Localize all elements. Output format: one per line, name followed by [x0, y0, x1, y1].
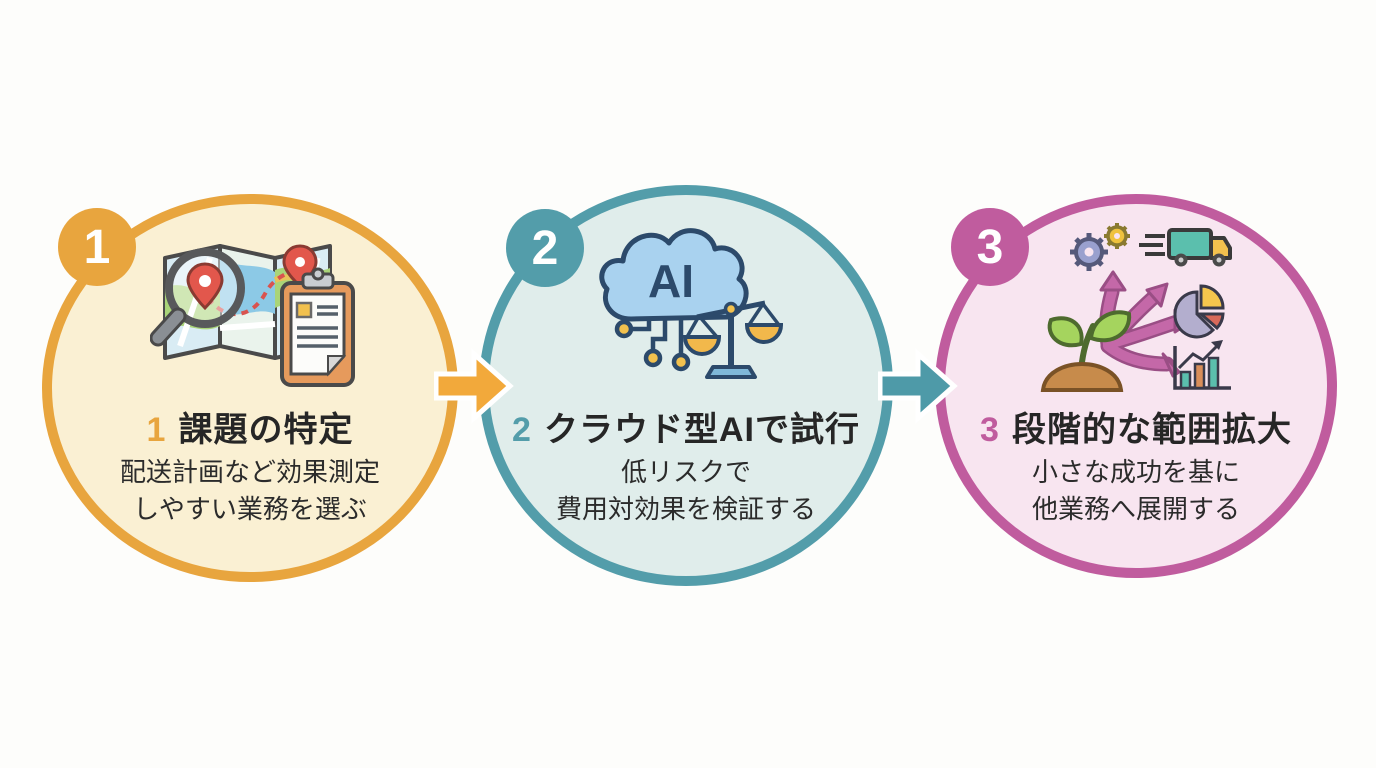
balance-scale-icon — [682, 300, 784, 379]
map-search-clipboard-icon — [150, 244, 355, 387]
step-2-badge: 2 — [506, 209, 584, 287]
step-2-group: 2 AI — [479, 185, 893, 586]
truck-icon — [1139, 228, 1232, 267]
step-2-subtitle: 低リスクで 費用対効果を検証する — [479, 454, 893, 528]
step-1-subtitle-line-1: 配送計画など効果測定 — [119, 457, 380, 487]
step-1-title-number: 1 — [146, 411, 167, 449]
step-3-subtitle-line-1: 小さな成功を基に — [1031, 457, 1240, 487]
step-3-badge: 3 — [951, 208, 1029, 286]
circuit-icon — [614, 317, 691, 372]
bar-chart-icon — [1173, 340, 1231, 390]
step-2-title: 2 クラウド型AIで試行 — [479, 402, 893, 451]
step-1-subtitle: 配送計画など効果測定 しやすい業務を選ぶ — [42, 454, 458, 528]
step-1-badge: 1 — [58, 208, 136, 286]
step-2-subtitle-line-1: 低リスクで — [620, 457, 751, 487]
step-2-title-number: 2 — [512, 411, 532, 449]
pie-chart-icon — [1173, 284, 1225, 339]
gears-icon — [1070, 223, 1130, 271]
step-3-subtitle: 小さな成功を基に 他業務へ展開する — [935, 454, 1337, 528]
step-3-title: 3 段階的な範囲拡大 — [935, 402, 1337, 451]
arrow-step1-to-step2-icon — [434, 348, 514, 424]
step-1-subtitle-line-2: しやすい業務を選ぶ — [133, 494, 367, 524]
step-1-title: 1 課題の特定 — [42, 402, 458, 451]
magnifying-glass-icon — [150, 248, 245, 347]
growth-expansion-icon — [1040, 223, 1232, 392]
step-3-group: 3 — [935, 194, 1337, 578]
step-3-subtitle-line-2: 他業務へ展開する — [1031, 494, 1240, 524]
step-2-title-text: クラウド型AIで試行 — [543, 411, 860, 449]
sprout-icon — [1040, 310, 1132, 392]
clipboard-icon — [280, 267, 355, 387]
cloud-ai-label: AI — [648, 255, 694, 307]
step-3-title-text: 段階的な範囲拡大 — [1011, 411, 1292, 449]
step-1-title-text: 課題の特定 — [178, 411, 354, 449]
step-2-subtitle-line-2: 費用対効果を検証する — [555, 494, 816, 524]
step-3-title-number: 3 — [980, 411, 1000, 449]
arrow-step2-to-step3-icon — [878, 348, 958, 424]
ai-cloud-scale-icon: AI — [599, 228, 784, 379]
step-1-group: 1 — [42, 194, 458, 582]
ai-cloud-icon: AI — [599, 228, 749, 322]
